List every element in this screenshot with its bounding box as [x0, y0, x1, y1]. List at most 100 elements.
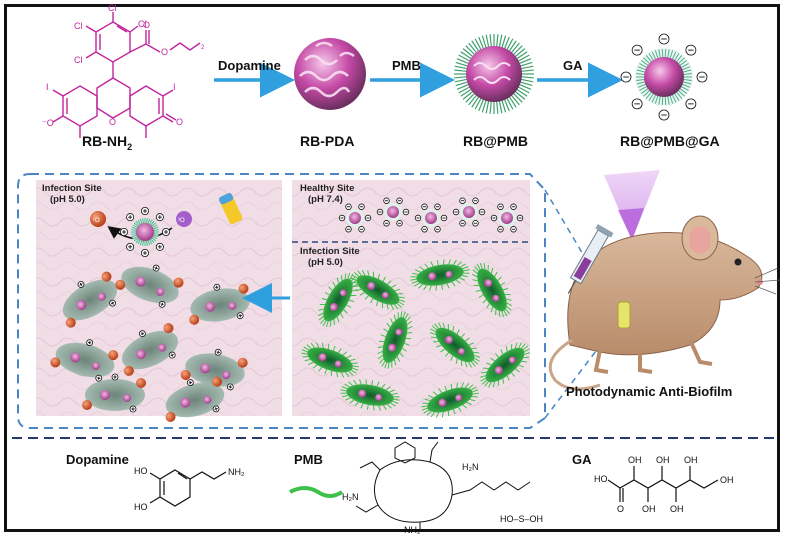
np-negative-charge: [421, 226, 428, 233]
np-negative-charge: [510, 203, 517, 210]
dopamine-ho-lower: HO: [134, 502, 148, 512]
np-positive-charge: [158, 300, 166, 308]
np-positive-charge: [129, 405, 137, 413]
np-positive-charge: [138, 330, 146, 338]
np-negative-charge: [459, 220, 466, 227]
svg-text:¹O: ¹O: [93, 218, 100, 224]
chem-o-carbonyl: O: [143, 20, 150, 30]
np-negative-charge: [414, 214, 422, 222]
ga-oh-4: OH: [670, 504, 684, 514]
np-positive-charge: [168, 351, 176, 359]
syringe-icon: [567, 224, 614, 294]
healthy-nanoparticle: [414, 203, 448, 233]
ga-oh-terminal: OH: [720, 475, 734, 485]
inactivated-bacterium: [180, 348, 248, 391]
np-positive-charge: [140, 206, 149, 215]
ga-oh-2: OH: [642, 504, 656, 514]
np-negative-charge: [345, 203, 352, 210]
np-negative-charge: [434, 226, 441, 233]
active-bacterium: [421, 382, 479, 418]
ga-negative-charge: [658, 33, 670, 45]
active-bacterium: [429, 322, 481, 368]
rb-pmb-sphere: [454, 34, 534, 114]
active-bacterium: [301, 342, 359, 378]
np-negative-charge: [396, 220, 403, 227]
singlet-oxygen-icon: [90, 211, 106, 227]
ga-negative-charge: [620, 71, 632, 83]
np-positive-charge: [155, 242, 164, 251]
arrow-label-dopamine: Dopamine: [218, 58, 281, 73]
chem-o-right: O: [176, 117, 183, 127]
np-negative-charge: [497, 226, 504, 233]
figure-frame: [4, 4, 780, 532]
pmb-symbol: [289, 486, 344, 498]
np-negative-charge: [510, 226, 517, 233]
infection-site-title: Infection Site(pH 5.0): [300, 246, 360, 268]
dopamine-nh2: NH₂: [228, 467, 245, 477]
infection-site-bacteria: [301, 259, 531, 418]
pmb-h2n-left: H₂N: [342, 492, 359, 502]
np-positive-charge: [226, 383, 234, 391]
chem-i-right: I: [173, 82, 176, 92]
light-beam: [604, 170, 660, 240]
active-bacterium: [471, 262, 513, 318]
product-label-rb-pmb-ga: RB@PMB@GA: [620, 133, 720, 149]
np-positive-charge: [111, 373, 119, 381]
chem-cl-top: Cl: [108, 3, 117, 13]
ga-negative-charge: [696, 71, 708, 83]
ga-negative-charge: [631, 98, 643, 110]
np-positive-charge: [77, 281, 85, 288]
healthy-nanoparticle: [338, 203, 372, 233]
ga-structure: [607, 466, 719, 502]
np-negative-charge: [497, 203, 504, 210]
np-positive-charge: [236, 312, 244, 320]
np-negative-charge: [472, 220, 479, 227]
np-positive-charge: [214, 348, 222, 356]
left-panel-title: Infection Site(pH 5.0): [42, 183, 102, 205]
chem-cl-right: Cl: [138, 19, 147, 29]
active-bacterium: [350, 269, 406, 311]
arrow-label-pmb: PMB: [392, 58, 421, 73]
left-panel-content: ¹O ³O: [50, 193, 250, 422]
np-negative-charge: [383, 197, 390, 204]
pmb-h2n-right: H₂N: [462, 462, 479, 472]
chem-cl-left-lower: Cl: [74, 55, 83, 65]
np-negative-charge: [478, 208, 486, 216]
ga-o-acid: O: [617, 504, 624, 514]
healthy-nanoparticle: [490, 203, 524, 233]
product-label-rb-pmb: RB@PMB: [463, 133, 528, 149]
np-negative-charge: [452, 208, 460, 216]
svg-text:³O: ³O: [178, 218, 185, 224]
ga-negative-charge: [685, 98, 697, 110]
np-negative-charge: [358, 203, 365, 210]
ga-negative-charge: [631, 44, 643, 56]
healthy-nanoparticle: [376, 197, 410, 227]
rb-nh2-structure: [52, 12, 201, 138]
chem-o-left: ⁻O: [42, 118, 54, 128]
mouse-illustration: [548, 215, 781, 391]
inactivated-bacterium: [165, 376, 225, 422]
panel-outline: [17, 173, 546, 429]
np-positive-charge: [212, 405, 220, 413]
np-negative-charge: [358, 226, 365, 233]
light-source-icon: [218, 193, 243, 225]
pmb-nh2-bottom: NH₂: [404, 525, 421, 535]
rb-pda-sphere: [294, 38, 366, 110]
np-positive-charge: [126, 242, 135, 251]
np-positive-charge: [161, 227, 170, 236]
np-negative-charge: [516, 214, 524, 222]
healthy-site-title: Healthy Site(pH 7.4): [300, 183, 355, 205]
np-negative-charge: [396, 197, 403, 204]
np-positive-charge: [126, 213, 135, 222]
active-bacterium: [340, 379, 400, 411]
arrow-label-ga: GA: [563, 58, 583, 73]
dopamine-structure: [149, 469, 227, 507]
healthy-site-nanoparticles: [338, 197, 524, 233]
np-negative-charge: [434, 203, 441, 210]
np-negative-charge: [345, 226, 352, 233]
inactivated-bacterium: [62, 271, 118, 328]
pmb-structure: [355, 441, 531, 532]
np-negative-charge: [440, 214, 448, 222]
ga-oh-5: OH: [684, 455, 698, 465]
